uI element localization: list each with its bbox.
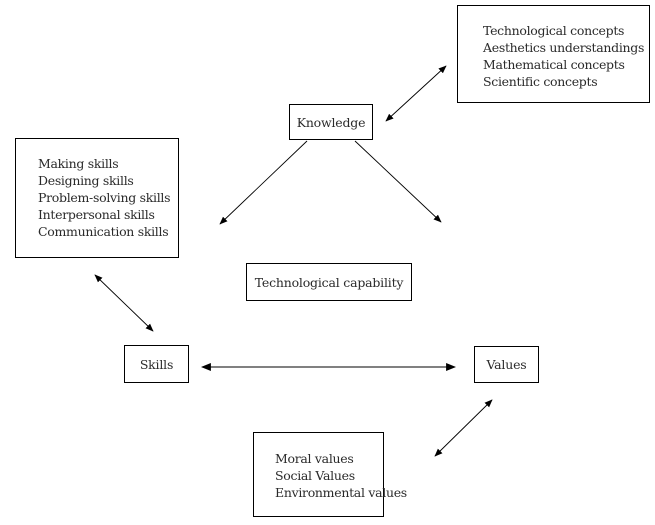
list-item: Social Values bbox=[275, 468, 355, 483]
skills-list: Making skills Designing skills Problem-s… bbox=[38, 155, 178, 240]
arrow-values-to-values-list bbox=[434, 399, 493, 457]
knowledge-label: Knowledge bbox=[296, 114, 366, 130]
knowledge-node: Knowledge bbox=[289, 104, 373, 140]
values-list-box: Moral values Social Values Environmental… bbox=[253, 432, 407, 517]
arrow-skills-list-to-skills bbox=[94, 274, 154, 332]
arrow-knowledge-to-skills bbox=[219, 140, 308, 225]
list-item: Interpersonal skills bbox=[38, 207, 155, 222]
knowledge-concepts-box: Technological concepts Aesthetics unders… bbox=[457, 5, 650, 103]
technological-capability-label: Technological capability bbox=[254, 274, 404, 290]
skills-node: Skills bbox=[124, 345, 189, 383]
knowledge-concepts-list: Technological concepts Aesthetics unders… bbox=[483, 22, 649, 90]
arrow-knowledge-to-values bbox=[354, 140, 442, 223]
skills-list-box: Making skills Designing skills Problem-s… bbox=[15, 138, 179, 258]
list-item: Scientific concepts bbox=[483, 74, 598, 89]
technological-capability-node: Technological capability bbox=[246, 263, 412, 301]
list-item: Designing skills bbox=[38, 173, 134, 188]
list-item: Environmental values bbox=[275, 485, 407, 500]
list-item: Making skills bbox=[38, 156, 119, 171]
values-node: Values bbox=[474, 346, 539, 383]
list-item: Aesthetics understandings bbox=[483, 40, 645, 55]
list-item: Mathematical concepts bbox=[483, 57, 625, 72]
values-label: Values bbox=[486, 357, 527, 372]
list-item: Technological concepts bbox=[483, 23, 625, 38]
arrow-knowledge-to-concepts bbox=[385, 65, 447, 122]
skills-label: Skills bbox=[139, 356, 174, 372]
values-list: Moral values Social Values Environmental… bbox=[275, 450, 407, 501]
list-item: Moral values bbox=[275, 451, 354, 466]
list-item: Communication skills bbox=[38, 224, 169, 239]
list-item: Problem-solving skills bbox=[38, 190, 171, 205]
